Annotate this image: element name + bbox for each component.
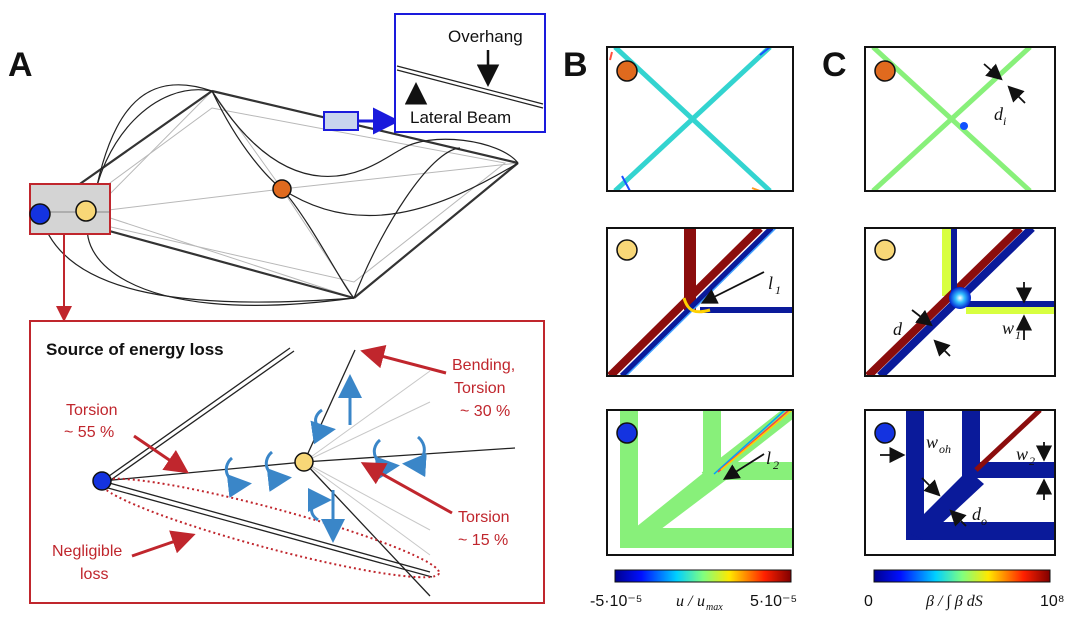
energy-loss-box — [29, 320, 545, 604]
w2-subscript: 2 — [1029, 454, 1035, 468]
di-subscript: i — [1003, 114, 1006, 128]
do-label: d — [972, 504, 982, 524]
motion-arrows — [224, 374, 427, 543]
do-subscript: o — [981, 514, 987, 528]
yellow-marker-c2 — [874, 239, 896, 261]
overhang-label: Overhang — [448, 27, 523, 46]
colorbar-c-min: 0 — [864, 593, 873, 610]
torsion-55-line1: Torsion — [66, 402, 118, 419]
l2-label: l — [766, 448, 771, 468]
panel-label-c: C — [822, 46, 847, 84]
colorbar-b-u: u — [676, 593, 684, 610]
bending-line3: ~ 30 % — [460, 403, 510, 420]
colorbar-b-umax: u — [697, 593, 705, 610]
l2-subscript: 2 — [773, 458, 779, 472]
inset-source-box — [323, 111, 359, 131]
negligible-line1: Negligible — [52, 543, 122, 560]
woh-subscript: oh — [939, 442, 951, 456]
energy-loss-schematic — [101, 347, 516, 597]
d-label: d — [893, 319, 903, 339]
panel-label-a: A — [8, 46, 33, 84]
lateral-beam-label: Lateral Beam — [410, 108, 511, 127]
orange-node-dot — [272, 179, 292, 199]
di-label: d — [994, 104, 1004, 124]
colorbar-b-umax-sub: max — [706, 602, 723, 613]
yellow-node-dot — [75, 200, 97, 222]
orange-marker-b1 — [616, 60, 638, 82]
negligible-line2: loss — [80, 566, 108, 583]
field-map-b2: l 1 — [606, 227, 794, 377]
colorbar-c-max: 10⁸ — [1040, 593, 1065, 610]
field-map-b3: l 2 — [606, 409, 794, 556]
yellow-marker-b2 — [616, 239, 638, 261]
colorbar-b — [614, 569, 792, 583]
panel-label-b: B — [563, 46, 588, 84]
bending-line1: Bending, — [452, 357, 515, 374]
blue-marker-b3 — [616, 422, 638, 444]
field-map-b1 — [606, 46, 794, 192]
w2-label: w — [1016, 444, 1028, 464]
yellow-node-dot-zoom — [294, 452, 314, 472]
bending-line2: Torsion — [454, 380, 506, 397]
blue-marker-c3 — [874, 422, 896, 444]
blue-node-dot-zoom — [92, 471, 112, 491]
colorbar-b-min: -5·10⁻⁵ — [590, 593, 642, 610]
inset-box — [394, 13, 546, 133]
woh-label: w — [926, 432, 938, 452]
energy-loss-title: Source of energy loss — [46, 340, 224, 359]
colorbar-b-max: 5·10⁻⁵ — [750, 593, 797, 610]
l1-label: l — [768, 273, 773, 293]
w1-label: w — [1002, 318, 1014, 338]
colorbar-b-slash: / — [687, 593, 694, 610]
colorbar-c — [873, 569, 1051, 583]
blue-node-dot — [29, 203, 51, 225]
field-map-c3: w oh w 2 d o — [864, 409, 1056, 556]
field-map-c2: w 1 d — [864, 227, 1056, 377]
w1-subscript: 1 — [1015, 328, 1021, 342]
orange-marker-c1 — [874, 60, 896, 82]
colorbar-c-label: β / ∫ β dS — [925, 593, 983, 611]
field-map-c1: d i — [864, 46, 1056, 192]
torsion-15-line1: Torsion — [458, 509, 510, 526]
torsion-55-line2: ~ 55 % — [64, 424, 114, 441]
torsion-15-line2: ~ 15 % — [458, 532, 508, 549]
l1-subscript: 1 — [775, 283, 781, 297]
